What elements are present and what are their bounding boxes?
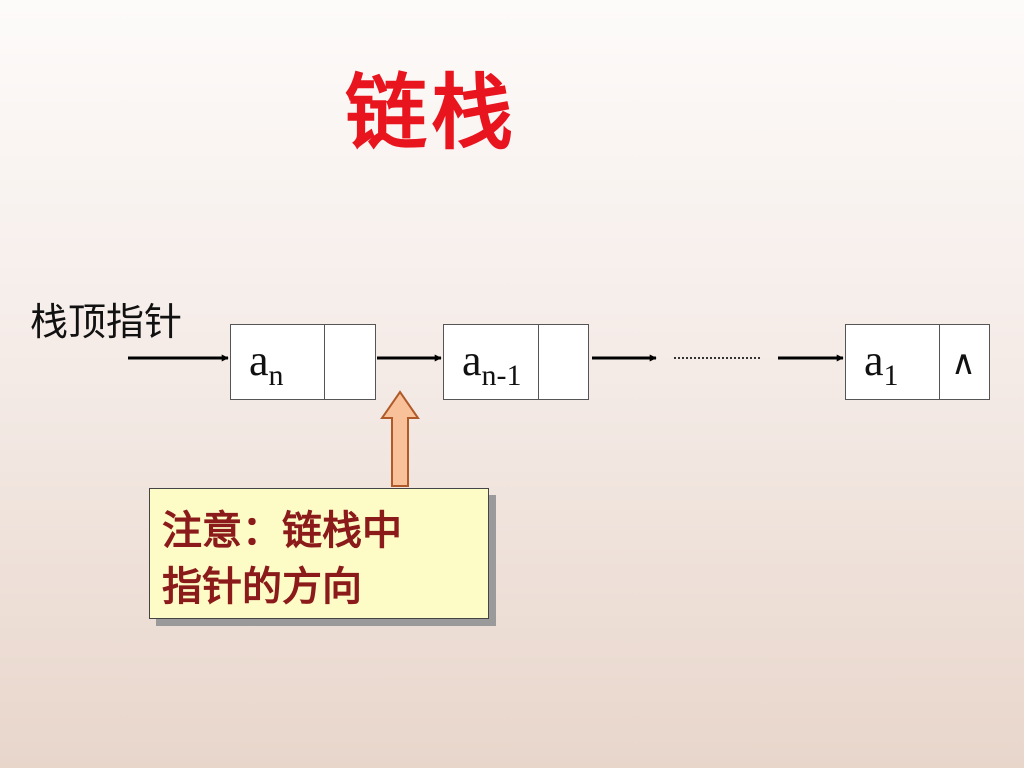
top-pointer-label: 栈顶指针	[30, 300, 183, 344]
slide-title: 链栈	[345, 65, 518, 161]
up-arrow-icon	[380, 390, 420, 487]
node-subscript: n	[268, 359, 284, 392]
node-base: a	[462, 336, 482, 385]
note-line-1: 注意：链栈中	[162, 508, 402, 554]
node-next-field	[537, 325, 588, 399]
note-box: 注意：链栈中 指针的方向	[149, 488, 489, 619]
note-line-2: 指针的方向	[162, 564, 362, 610]
node-data: an	[231, 325, 325, 399]
node-a1: a1 ∧	[845, 324, 990, 400]
node-subscript: n-1	[481, 359, 522, 392]
node-an: an	[230, 324, 376, 400]
node-subscript: 1	[883, 359, 899, 392]
node-next-field	[323, 325, 375, 399]
node-base: a	[249, 336, 269, 385]
node-data: a1	[846, 325, 940, 399]
node-data: an-1	[444, 325, 539, 399]
node-an-1: an-1	[443, 324, 589, 400]
null-symbol: ∧	[951, 343, 976, 383]
node-base: a	[864, 336, 884, 385]
